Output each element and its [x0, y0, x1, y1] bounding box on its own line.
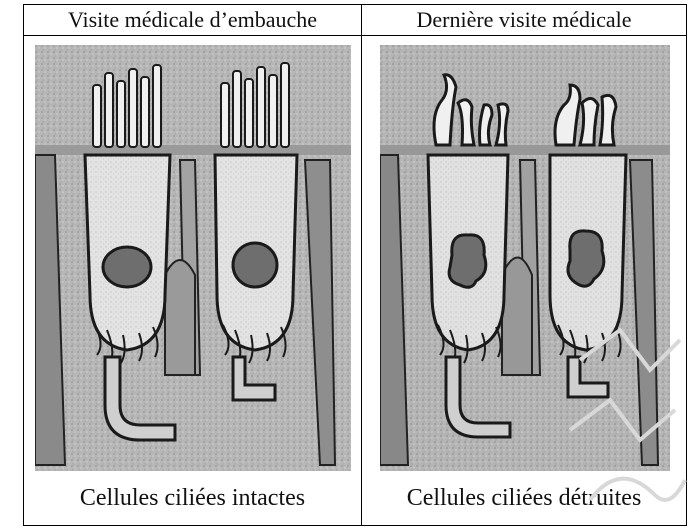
destroyed-hair-cells-image [380, 45, 670, 471]
hair-cell-2 [215, 63, 297, 400]
nucleus-2 [233, 243, 277, 287]
column-divider [361, 4, 362, 526]
caption-left: Cellules ciliées intactes [24, 478, 361, 518]
intact-hair-cells-image [35, 45, 351, 471]
nucleus-1 [103, 247, 151, 287]
header-divider [23, 35, 687, 36]
damaged-nucleus-1 [449, 235, 486, 287]
header-right: Dernière visite médicale [362, 5, 686, 35]
header-left: Visite médicale d’embauche [24, 5, 361, 35]
caption-right: Cellules ciliées détruites [362, 478, 686, 518]
